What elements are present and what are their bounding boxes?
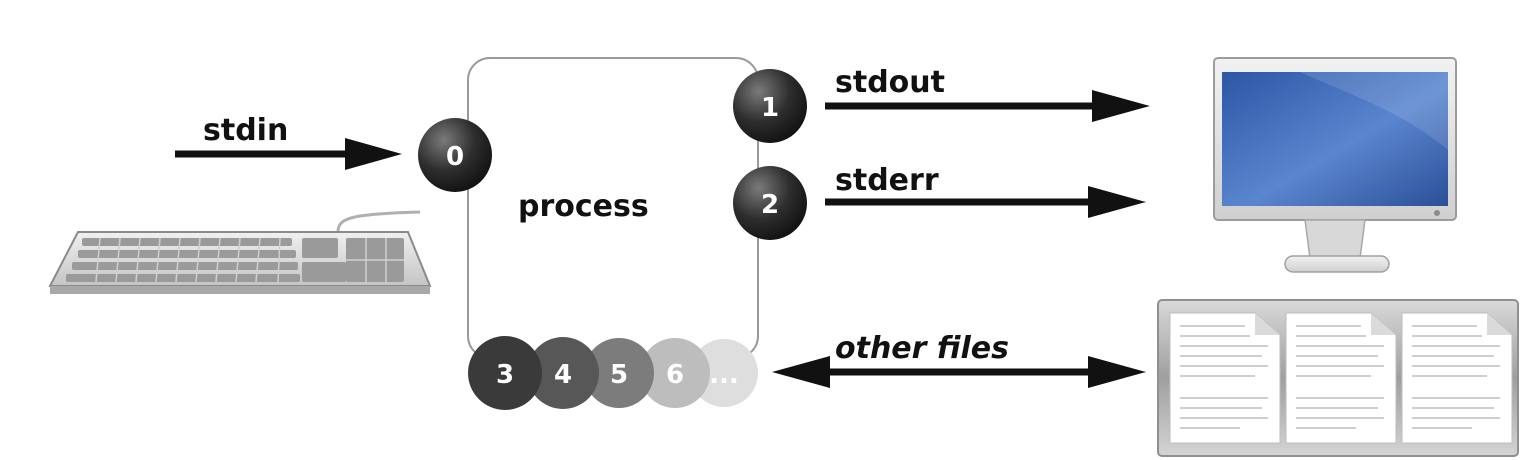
fd-0: 0: [418, 118, 492, 192]
fd-6-label: 6: [666, 360, 684, 390]
stdout-arrowhead: [1092, 90, 1150, 122]
stdin-arrowhead: [345, 138, 402, 170]
process-label: process: [518, 189, 649, 224]
fd-3-ball: [468, 336, 542, 410]
stdin-label: stdin: [203, 113, 288, 148]
fd-6: 6: [640, 338, 710, 408]
fd-5-ball: [584, 338, 654, 408]
fd-1: 1: [733, 69, 807, 143]
stdout-label: stdout: [835, 65, 945, 100]
fd-1-ball: [733, 69, 807, 143]
other-files-label: other files: [835, 331, 1009, 366]
documents-icon: [1157, 299, 1519, 457]
fd-1-label: 1: [761, 93, 779, 123]
fd-more-ball: [690, 339, 758, 407]
stderr-label: stderr: [835, 163, 939, 198]
fd-4: 4: [527, 337, 599, 409]
fd-2-label: 2: [761, 190, 779, 220]
fd-0-ball: [418, 118, 492, 192]
fd-3: 3: [468, 336, 542, 410]
monitor-icon: [1213, 57, 1457, 273]
fd-2: 2: [733, 166, 807, 240]
fd-4-label: 4: [554, 360, 572, 390]
fd-3-label: 3: [496, 360, 514, 390]
fd-more: ...: [690, 339, 758, 407]
other-files-arrowhead-left: [772, 356, 830, 388]
fd-5-label: 5: [610, 360, 628, 390]
fd-4-ball: [527, 337, 599, 409]
fd-more-label: ...: [709, 360, 739, 390]
fd-2-ball: [733, 166, 807, 240]
fd-6-ball: [640, 338, 710, 408]
stderr-arrowhead: [1088, 186, 1146, 218]
other-files-arrowhead-right: [1088, 356, 1146, 388]
keyboard-icon: [48, 210, 432, 294]
fd-5: 5: [584, 338, 654, 408]
fd-0-label: 0: [446, 142, 464, 172]
